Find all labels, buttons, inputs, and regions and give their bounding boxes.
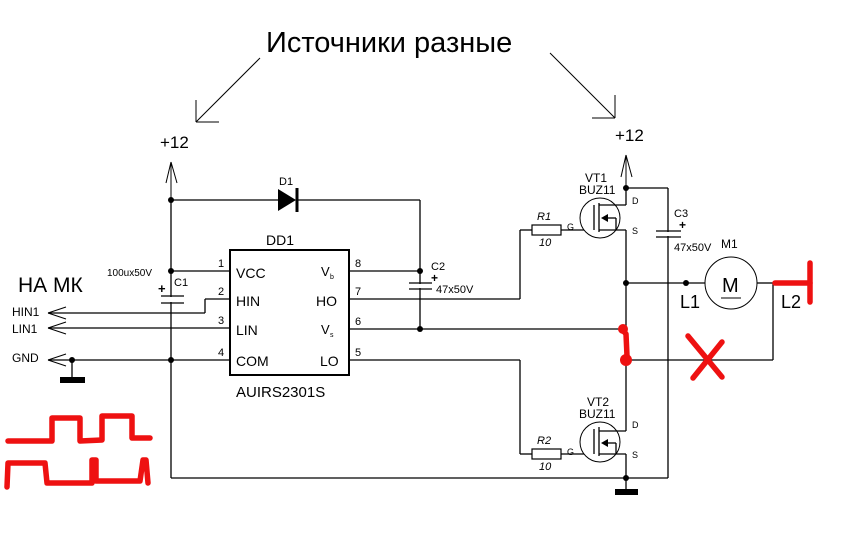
signal-gnd-label: GND [12, 351, 39, 365]
red-x-mark [685, 333, 725, 380]
capacitor-c1: + C1 100ux50V [107, 268, 188, 304]
signal-hin1: HIN1 [12, 305, 67, 320]
pin-8-sub: b [330, 274, 334, 281]
pin-2-name: HIN [236, 293, 260, 309]
power-left-label: +12 [160, 133, 189, 152]
pin-8-num: 8 [355, 258, 361, 270]
mosfet-vt2: VT2 BUZ11 G D S [567, 395, 639, 463]
c2-value: 47x50V [436, 284, 474, 296]
d1-ref: D1 [279, 176, 293, 188]
power-arrow-left-icon [165, 161, 178, 200]
diode-d1: D1 [278, 176, 299, 212]
capacitor-c2: C2 + 47x50V [409, 261, 474, 332]
c3-ref: C3 [674, 208, 688, 220]
pin-6-num: 6 [355, 316, 361, 328]
vt1-part: BUZ11 [579, 183, 616, 197]
red-waveform-bottom [4, 457, 151, 490]
pin-5-num: 5 [355, 347, 361, 359]
mcu-label: НА МК [18, 274, 84, 297]
chip-dd1: DD1 AUIRS2301S 1 VCC 2 HIN 3 LIN 4 COM 8… [48, 232, 621, 401]
c1-ref: C1 [174, 277, 188, 289]
vt2-ref: VT2 [587, 395, 609, 409]
vt2-part: BUZ11 [579, 407, 616, 421]
signal-hin1-label: HIN1 [12, 305, 40, 319]
c1-polarity: + [158, 281, 166, 296]
power-arrow-right-icon [620, 154, 633, 188]
r1-ref: R1 [537, 211, 551, 223]
c1-value: 100ux50V [107, 268, 152, 279]
capacitor-c3: C3 + 47x50V [656, 208, 712, 254]
pin-2-num: 2 [218, 286, 224, 298]
m1-symbol: M [722, 275, 739, 297]
arrow-left-icon [195, 57, 261, 123]
pin-4-name: COM [236, 353, 269, 369]
ground-icon [60, 377, 85, 383]
red-waveform-top [5, 413, 153, 444]
pin-3-num: 3 [218, 315, 224, 327]
pin-6-sub: s [330, 332, 334, 339]
red-annotations [4, 260, 813, 490]
ground-icon [615, 489, 638, 495]
c2-ref: C2 [431, 261, 445, 273]
pin-1-name: VCC [236, 265, 266, 281]
m1-ref: M1 [721, 237, 738, 251]
vt1-s: S [632, 226, 638, 236]
pin-7-num: 7 [355, 286, 361, 298]
dd1-part: AUIRS2301S [236, 384, 325, 401]
mosfet-vt1: VT1 BUZ11 G D S [567, 171, 639, 239]
r2-value: 10 [539, 461, 552, 473]
resistor-r2: R2 10 [531, 435, 562, 473]
vt1-ref: VT1 [585, 171, 607, 185]
title-text: Источники разные [266, 27, 512, 59]
resistor-r1: R1 10 [531, 211, 562, 249]
r2-ref: R2 [537, 435, 551, 447]
signal-lin1-label: LIN1 [12, 322, 38, 336]
signal-lin1: LIN1 [12, 321, 67, 336]
pin-5-name: LO [320, 353, 339, 369]
vt1-g: G [567, 222, 574, 232]
vt2-s: S [632, 450, 638, 460]
c2-polarity: + [431, 271, 438, 285]
pin-8-name: V [321, 264, 330, 279]
c3-polarity: + [679, 218, 686, 232]
m1-l1: L1 [680, 292, 700, 312]
vt1-d: D [632, 196, 639, 206]
power-right-label: +12 [615, 126, 644, 145]
diode-icon [278, 189, 296, 211]
pin-3-name: LIN [236, 322, 258, 338]
vt2-d: D [632, 420, 639, 430]
dd1-ref: DD1 [266, 232, 294, 248]
pin-6-name: V [321, 322, 330, 337]
m1-l2: L2 [781, 292, 801, 312]
arrow-right-icon [549, 52, 616, 119]
c3-value: 47x50V [674, 242, 712, 254]
signal-gnd: GND [12, 351, 85, 383]
pin-1-num: 1 [218, 258, 224, 270]
r1-value: 10 [539, 237, 552, 249]
pin-7-name: HO [316, 293, 337, 309]
pin-4-num: 4 [218, 347, 224, 359]
vt2-g: G [567, 447, 574, 457]
